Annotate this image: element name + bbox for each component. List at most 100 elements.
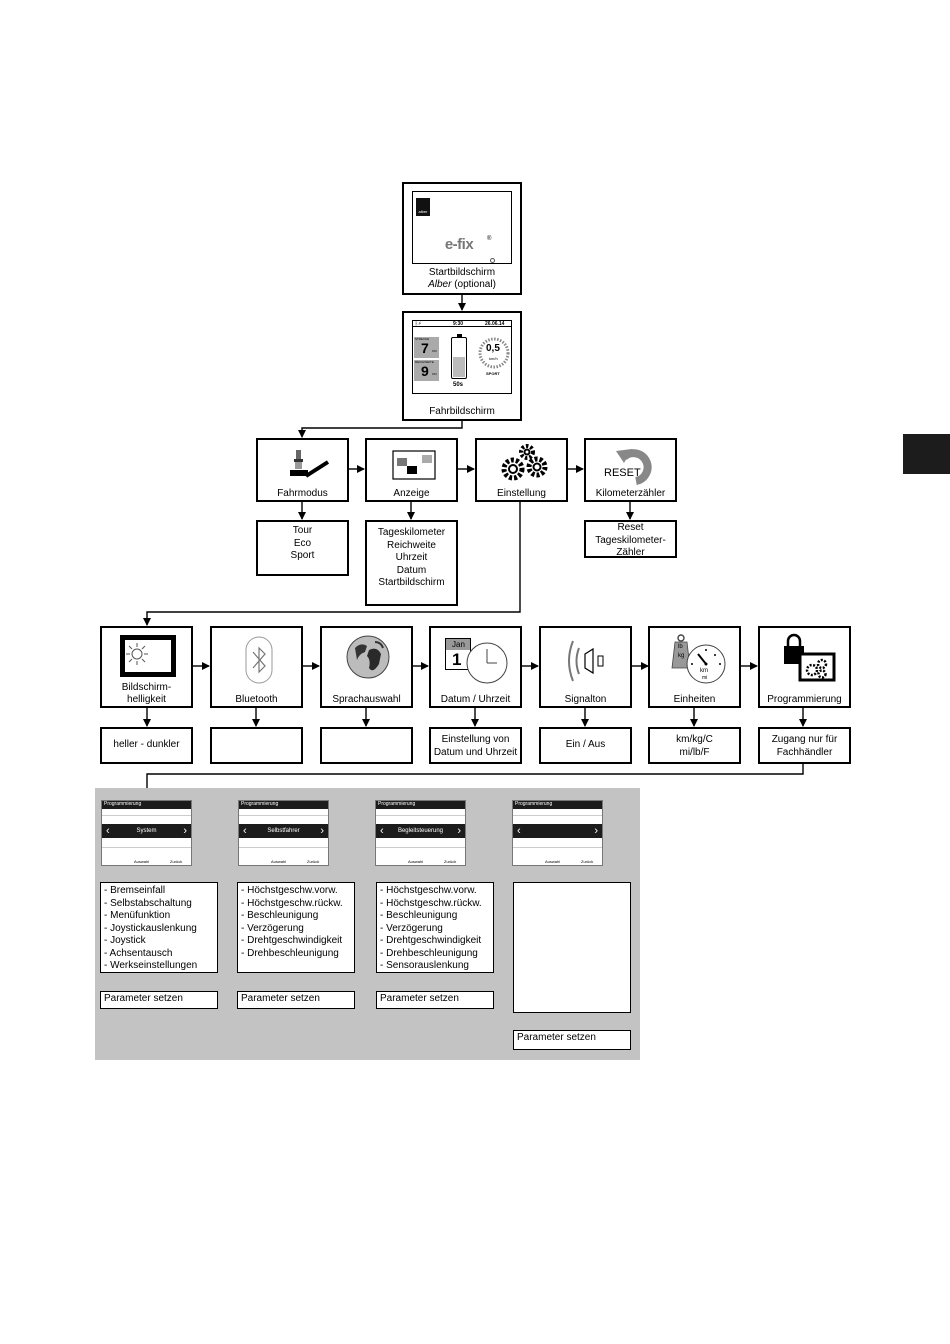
softkey-auswahl[interactable]: Auswahl <box>408 859 424 864</box>
fahrmodus-options: Tour Eco Sport <box>256 520 349 576</box>
efix-brand: e-fix <box>444 236 474 253</box>
option-einstellung-von: Einstellung von <box>441 734 510 745</box>
joystick-icon <box>290 450 330 478</box>
softkey-zurueck[interactable]: Zurück <box>581 859 594 864</box>
option-sport: Sport <box>290 550 315 561</box>
param-item: - Menüfunktion <box>104 910 171 921</box>
menu-signalton[interactable]: Signalton <box>539 626 632 708</box>
param-item: - Höchstgeschw.vorw. <box>241 885 338 896</box>
param-item: - Achsentausch <box>104 947 173 959</box>
param-item: - Drehbeschleunigung <box>241 947 339 959</box>
display-layout-icon <box>392 450 436 480</box>
menu-anzeige[interactable]: Anzeige <box>365 438 458 502</box>
param-item: - Joystickauslenkung <box>104 922 197 934</box>
menu-programmierung[interactable]: Programmierung <box>758 626 851 708</box>
menu-einheiten[interactable]: lb kg km mi Einheiten <box>648 626 741 708</box>
prog-selection-label: System <box>136 828 157 834</box>
softkey-auswahl[interactable]: Auswahl <box>271 859 287 864</box>
einheiten-label: Einheiten <box>673 694 716 705</box>
weight-kg-text: kg <box>678 653 685 659</box>
chevron-left-icon[interactable]: ‹ <box>243 825 247 837</box>
prog-screen-title: Programmierung <box>102 801 191 809</box>
prog-screen-begleitsteuerung[interactable]: Programmierung ‹ Begleitsteuerung › Ausw… <box>375 800 466 866</box>
menu-sprachauswahl[interactable]: Sprachauswahl <box>320 626 413 708</box>
option-metric: km/kg/C <box>676 734 713 745</box>
chevron-right-icon[interactable]: › <box>457 825 461 837</box>
programmierung-options: Zugang nur für Fachhändler <box>758 727 851 764</box>
option-datum: Datum <box>396 564 427 576</box>
drive-screen-display: ᛒ⚡ 9:30 26.06.14 STRECKE 7 KM REICHWEITE… <box>412 320 512 394</box>
signalton-label: Signalton <box>564 694 607 705</box>
param-setzen-empty[interactable]: Parameter setzen <box>513 1030 631 1050</box>
menu-datum-uhrzeit[interactable]: Jan 1 Datum / Uhrzeit <box>429 626 522 708</box>
bluetooth-label: Bluetooth <box>235 694 278 705</box>
lock-gears-icon <box>784 633 836 682</box>
drive-date: 26.06.14 <box>485 321 505 327</box>
chevron-left-icon[interactable]: ‹ <box>106 825 110 837</box>
menu-einstellung[interactable]: Einstellung <box>475 438 568 502</box>
drive-screen-node: ᛒ⚡ 9:30 26.06.14 STRECKE 7 KM REICHWEITE… <box>402 311 522 421</box>
prog-screen-title: Programmierung <box>513 801 602 809</box>
param-item: - Verzögerung <box>241 922 304 934</box>
prog-selection-row[interactable]: ‹ › <box>513 824 602 838</box>
param-setzen-selbstfahrer[interactable]: Parameter setzen <box>237 991 355 1009</box>
prog-screen-selbstfahrer[interactable]: Programmierung ‹ Selbstfahrer › Auswahl … <box>238 800 329 866</box>
helligkeit-options: heller - dunkler <box>100 727 193 764</box>
battery-icon <box>451 337 467 379</box>
chevron-left-icon[interactable]: ‹ <box>380 825 384 837</box>
softkey-zurueck[interactable]: Zurück <box>307 859 320 864</box>
menu-bluetooth[interactable]: Bluetooth <box>210 626 303 708</box>
param-item: - Beschleunigung <box>380 910 458 921</box>
start-screen-display: alber e-fix ® <box>412 191 512 264</box>
param-item: - Joystick <box>104 935 146 946</box>
helligkeit-label-2: helligkeit <box>127 694 166 705</box>
drive-speed: 0,5 <box>486 343 500 354</box>
sprachauswahl-label: Sprachauswahl <box>332 694 401 705</box>
fahrmodus-label: Fahrmodus <box>277 488 328 499</box>
softkey-zurueck[interactable]: Zurück <box>170 859 183 864</box>
start-screen-label: Startbildschirm <box>428 267 496 278</box>
param-list-system: - Bremseinfall - Selbstabschaltung - Men… <box>100 882 218 973</box>
param-setzen-begleitsteuerung[interactable]: Parameter setzen <box>376 991 494 1009</box>
weight-speed-icon <box>671 634 726 684</box>
param-item: - Beschleunigung <box>241 910 319 921</box>
param-setzen-system[interactable]: Parameter setzen <box>100 991 218 1009</box>
registered-icon: ® <box>487 236 492 242</box>
prog-selection-row[interactable]: ‹ System › <box>102 824 191 838</box>
prog-selection-row[interactable]: ‹ Selbstfahrer › <box>239 824 328 838</box>
menu-bildschirmhelligkeit[interactable]: Bildschirm- helligkeit <box>100 626 193 708</box>
prog-selection-row[interactable]: ‹ Begleitsteuerung › <box>376 824 465 838</box>
einstellung-label: Einstellung <box>497 488 546 499</box>
option-tour: Tour <box>292 525 313 536</box>
param-list-begleitsteuerung: - Höchstgeschw.vorw. - Höchstgeschw.rück… <box>376 882 494 973</box>
prog-screen-empty[interactable]: Programmierung ‹ › Auswahl Zurück <box>512 800 603 866</box>
menu-kilometerzaehler[interactable]: RESET Kilometerzähler <box>584 438 677 502</box>
menu-fahrmodus[interactable]: Fahrmodus <box>256 438 349 502</box>
prog-screen-system[interactable]: Programmierung ‹ System › Auswahl Zurück <box>101 800 192 866</box>
softkey-zurueck[interactable]: Zurück <box>444 859 457 864</box>
gauge-km-text: km <box>700 668 708 674</box>
chevron-right-icon[interactable]: › <box>320 825 324 837</box>
km-options: Reset Tageskilometer- Zähler <box>584 520 677 558</box>
softkey-auswahl[interactable]: Auswahl <box>545 859 561 864</box>
prog-screen-title: Programmierung <box>239 801 328 809</box>
start-screen-node: alber e-fix ® Startbildschirm Alber (opt… <box>402 182 522 295</box>
softkey-auswahl[interactable]: Auswahl <box>134 859 150 864</box>
datum-uhrzeit-options: Einstellung von Datum und Uhrzeit <box>429 727 522 764</box>
param-item: - Bremseinfall <box>104 885 166 896</box>
param-item: - Verzögerung <box>380 922 443 934</box>
param-list-selbstfahrer: - Höchstgeschw.vorw. - Höchstgeschw.rück… <box>237 882 355 973</box>
strecke-block: STRECKE 7 KM <box>414 337 439 358</box>
bluetooth-options <box>210 727 303 764</box>
param-item: - Werkseinstellungen <box>104 960 198 971</box>
einheiten-options: km/kg/C mi/lb/F <box>648 727 741 764</box>
anzeige-options: Tageskilometer Reichweite Uhrzeit Datum … <box>365 520 458 606</box>
chevron-left-icon[interactable]: ‹ <box>517 825 521 837</box>
param-item: - Höchstgeschw.vorw. <box>380 885 477 896</box>
power-dot-icon <box>490 258 495 263</box>
option-tageskilometer: Tageskilometer <box>377 527 446 538</box>
chevron-right-icon[interactable]: › <box>183 825 187 837</box>
drive-mode: SPORT <box>486 371 500 376</box>
option-datum-und-uhrzeit: Datum und Uhrzeit <box>433 746 518 758</box>
chevron-right-icon[interactable]: › <box>594 825 598 837</box>
